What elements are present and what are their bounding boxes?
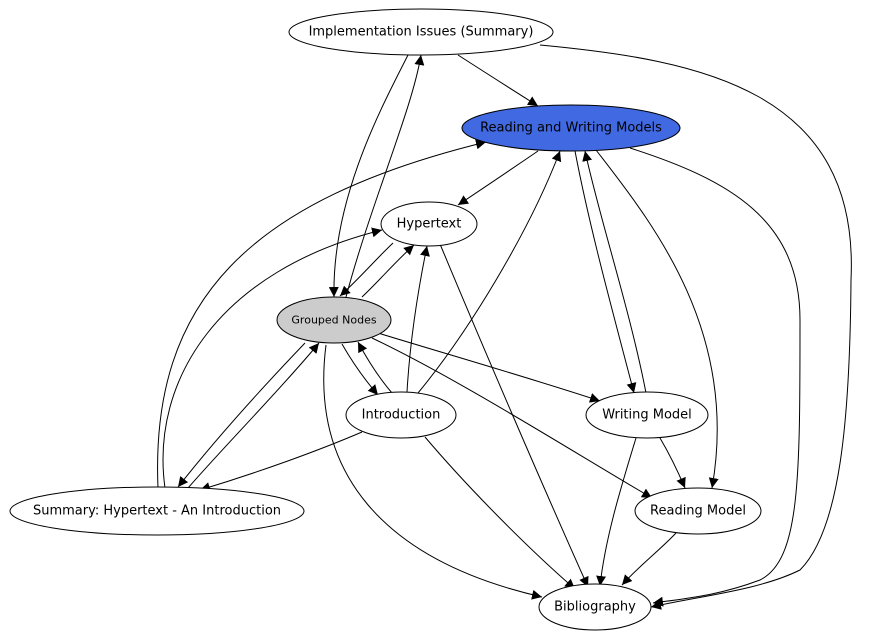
edges-layer: [157, 44, 852, 610]
node-reading-model-label: Reading Model: [650, 504, 746, 519]
node-hypertext-label: Hypertext: [397, 217, 462, 232]
edge-grouped-to-summary: [177, 342, 306, 488]
node-implementation-issues-label: Implementation Issues (Summary): [309, 25, 534, 40]
node-grouped-nodes-label: Grouped Nodes: [291, 314, 376, 327]
node-summary[interactable]: Summary: Hypertext - An Introduction: [9, 486, 305, 536]
node-reading-model[interactable]: Reading Model: [634, 487, 762, 535]
edge-summary-to-grouped: [187, 342, 320, 489]
node-writing-model-label: Writing Model: [602, 408, 692, 423]
edge-writing-to-reading: [659, 437, 686, 489]
edge-grouped-to-impl: [345, 54, 425, 298]
node-writing-model[interactable]: Writing Model: [585, 391, 709, 439]
edge-grouped-to-hypertext: [361, 244, 415, 298]
edge-writing-to-rwm: [582, 150, 647, 394]
nodes-layer: Implementation Issues (Summary) Reading …: [9, 8, 762, 631]
edge-summary-to-hypertext: [162, 227, 383, 489]
edge-impl-to-grouped: [328, 54, 409, 298]
node-introduction[interactable]: Introduction: [345, 391, 457, 439]
node-bibliography[interactable]: Bibliography: [538, 583, 652, 631]
edge-rwm-to-hypertext: [457, 150, 539, 206]
edge-intro-to-hypertext: [406, 245, 430, 393]
node-writing-model-shape: [585, 391, 709, 439]
edge-hypertext-to-biblio: [439, 243, 589, 588]
edge-reading-to-biblio: [621, 532, 677, 586]
edge-intro-to-summary: [199, 431, 363, 492]
node-introduction-shape: [345, 391, 457, 439]
node-bibliography-shape: [538, 583, 652, 631]
edge-summary-to-rwm: [157, 139, 487, 489]
node-reading-and-writing-models[interactable]: Reading and Writing Models: [461, 104, 681, 152]
edge-intro-to-grouped: [357, 341, 393, 394]
node-introduction-label: Introduction: [362, 408, 441, 423]
edge-impl-to-rwm: [457, 54, 539, 107]
edge-writing-to-biblio: [596, 437, 637, 587]
edge-impl-to-biblio: [539, 44, 852, 610]
edge-grouped-to-intro: [341, 343, 379, 396]
node-grouped-nodes[interactable]: Grouped Nodes: [276, 296, 392, 344]
node-hypertext-shape: [380, 201, 478, 247]
node-summary-label: Summary: Hypertext - An Introduction: [33, 504, 281, 519]
node-bibliography-label: Bibliography: [554, 600, 636, 615]
edge-grouped-to-biblio: [323, 344, 543, 600]
edge-hypertext-to-grouped: [339, 242, 394, 297]
node-implementation-issues-shape: [288, 8, 554, 56]
edge-grouped-to-writing: [377, 332, 601, 403]
node-reading-and-writing-models-label: Reading and Writing Models: [480, 121, 662, 136]
edge-intro-to-biblio: [424, 436, 576, 590]
node-reading-and-writing-models-shape: [461, 104, 681, 152]
edge-rwm-to-biblio: [629, 147, 801, 607]
node-hypertext[interactable]: Hypertext: [380, 201, 478, 247]
node-implementation-issues[interactable]: Implementation Issues (Summary): [288, 8, 554, 56]
edge-rwm-to-writing: [574, 150, 637, 394]
node-grouped-nodes-shape: [276, 296, 392, 344]
node-reading-model-shape: [634, 487, 762, 535]
edge-rwm-to-reading: [595, 149, 719, 489]
node-summary-shape: [9, 486, 305, 536]
edge-grouped-to-reading: [371, 337, 653, 499]
edge-intro-to-rwm: [417, 150, 562, 394]
